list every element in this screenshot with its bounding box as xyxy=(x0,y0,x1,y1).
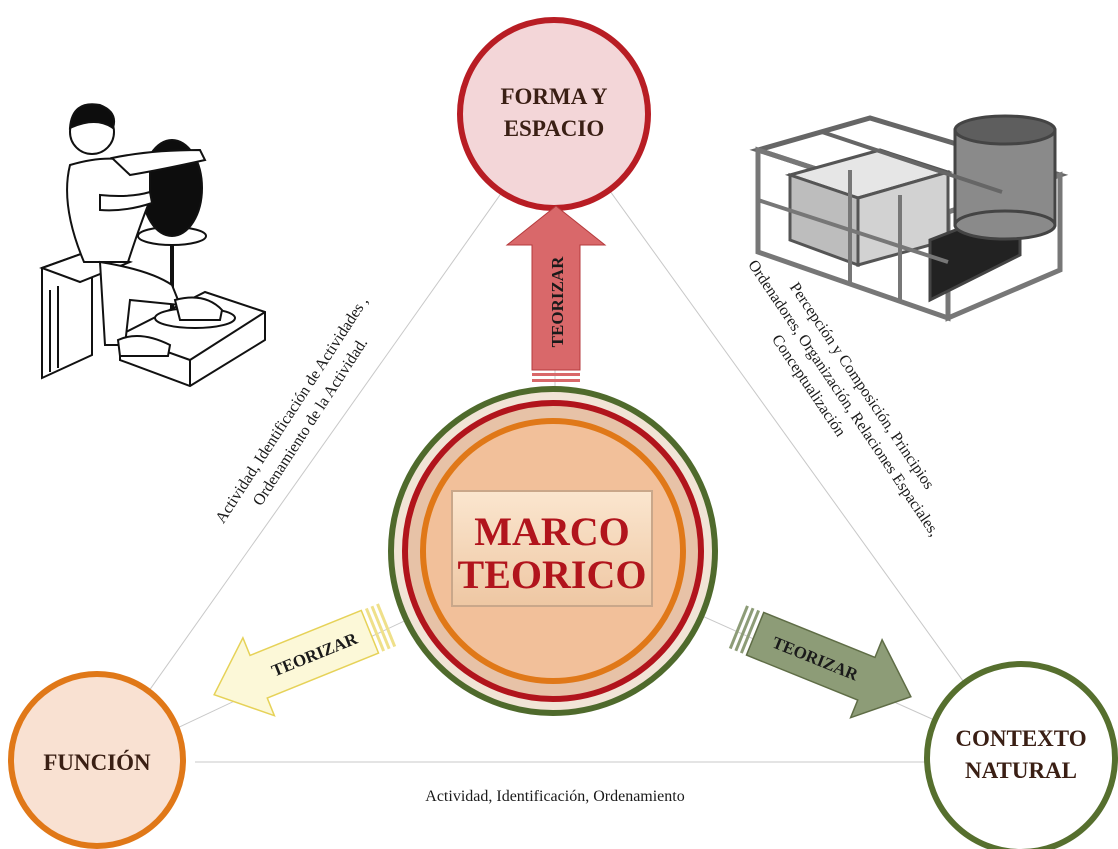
arrow-up-shape xyxy=(505,205,607,371)
spatial-frame-3d-illustration xyxy=(749,114,1069,322)
edge-label-right: Percepción y Composición, Principios Ord… xyxy=(744,257,942,540)
node-forma-espacio: FORMA Y ESPACIO xyxy=(457,17,651,211)
arrow-right-stripe xyxy=(734,607,755,652)
edge-top-left xyxy=(99,129,547,761)
edge-bottom-label: Actividad, Identificación, Ordenamiento xyxy=(425,788,684,805)
arrow-left-stripe xyxy=(364,607,386,652)
frame-divider xyxy=(821,130,1003,194)
potter-arm2 xyxy=(99,190,154,212)
frame-divider xyxy=(757,198,949,264)
edge-top-right xyxy=(565,129,1021,761)
center-marco-teorico: MARCO TEORICO xyxy=(388,386,718,716)
center-title-line2: TEORICO xyxy=(458,552,647,597)
contexto-natural-line2: NATURAL xyxy=(965,758,1077,783)
arrow-left-shape xyxy=(213,609,380,717)
center-title-line1: MARCO xyxy=(474,509,630,554)
cylinder-bottom xyxy=(953,209,1057,241)
potter-wheel-illustration xyxy=(39,103,266,388)
forma-espacio-line1: FORMA Y xyxy=(500,84,607,109)
potter-arm xyxy=(109,148,207,177)
potter-shoe xyxy=(173,296,224,321)
platform-line xyxy=(189,311,266,361)
node-funcion: FUNCIÓN xyxy=(8,671,186,849)
node-contexto-natural: CONTEXTO NATURAL xyxy=(924,661,1118,849)
arrow-up-stripe xyxy=(532,373,580,376)
arrow-left-stripe xyxy=(370,605,391,650)
forma-espacio-circle xyxy=(457,17,651,211)
arrow-up-stripe xyxy=(532,379,580,382)
potter-shoe xyxy=(116,335,172,357)
arrow-up-teorizar: TEORIZAR xyxy=(505,205,607,382)
arrow-left-stripe xyxy=(376,603,397,648)
cylinder-top xyxy=(953,114,1057,146)
edge-right-line2: Ordenadores, Organización, Relaciones Es… xyxy=(744,257,942,540)
potter-leg xyxy=(98,260,182,346)
arrow-right-teorizar: TEORIZAR xyxy=(728,605,912,719)
arrow-left-teorizar: TEORIZAR xyxy=(213,603,397,717)
forma-espacio-line2: ESPACIO xyxy=(504,116,605,141)
potter-hair xyxy=(68,103,116,130)
arrow-right-stripe xyxy=(739,609,761,654)
edge-left-line2: Ordenamiento de la Actividad. xyxy=(250,335,371,509)
arrow-right-shape xyxy=(745,611,912,719)
center-title-box xyxy=(451,490,653,607)
contexto-natural-line1: CONTEXTO xyxy=(955,726,1086,751)
contexto-natural-circle xyxy=(924,661,1118,849)
funcion-label: FUNCIÓN xyxy=(43,749,151,775)
arrow-right-stripe xyxy=(728,605,749,650)
funcion-circle xyxy=(8,671,186,849)
arrow-up-label: TEORIZAR xyxy=(548,256,567,347)
